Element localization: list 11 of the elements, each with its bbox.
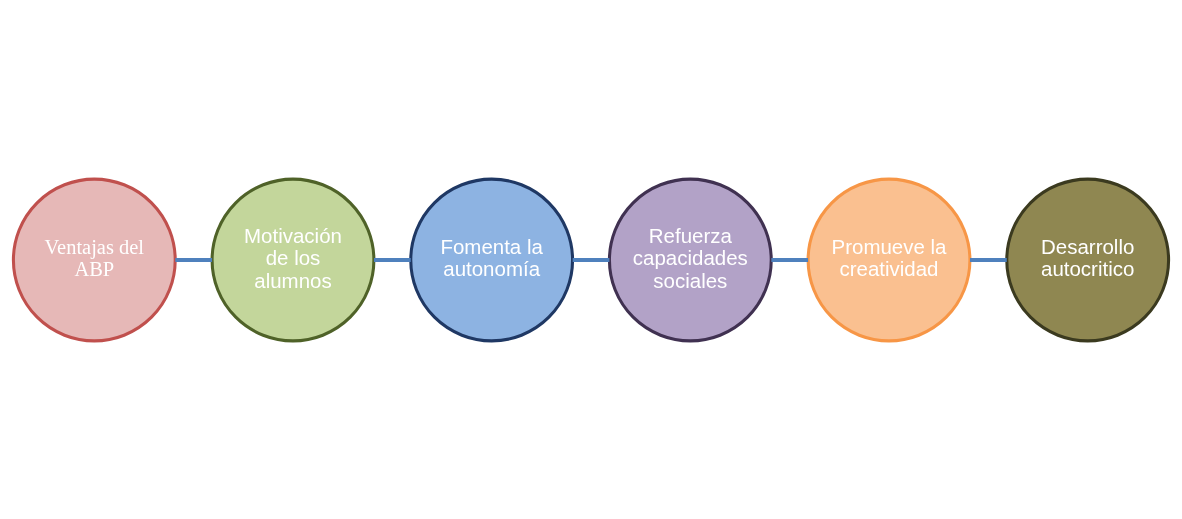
connector [175,257,213,262]
node-circle: Refuerza capacidades sociales [607,177,773,342]
node-circle: Desarrollo autocritico [1005,177,1171,342]
connector [771,257,809,262]
connector [572,257,610,262]
node-circle: Motivación de los alumnos [210,177,376,342]
node-circle: Ventajas del ABP [11,177,177,342]
connector [970,257,1007,262]
node-circle: Fomenta la autonomía [409,177,575,342]
node-circle: Promueve la creatividad [806,177,972,342]
connector [374,257,411,262]
